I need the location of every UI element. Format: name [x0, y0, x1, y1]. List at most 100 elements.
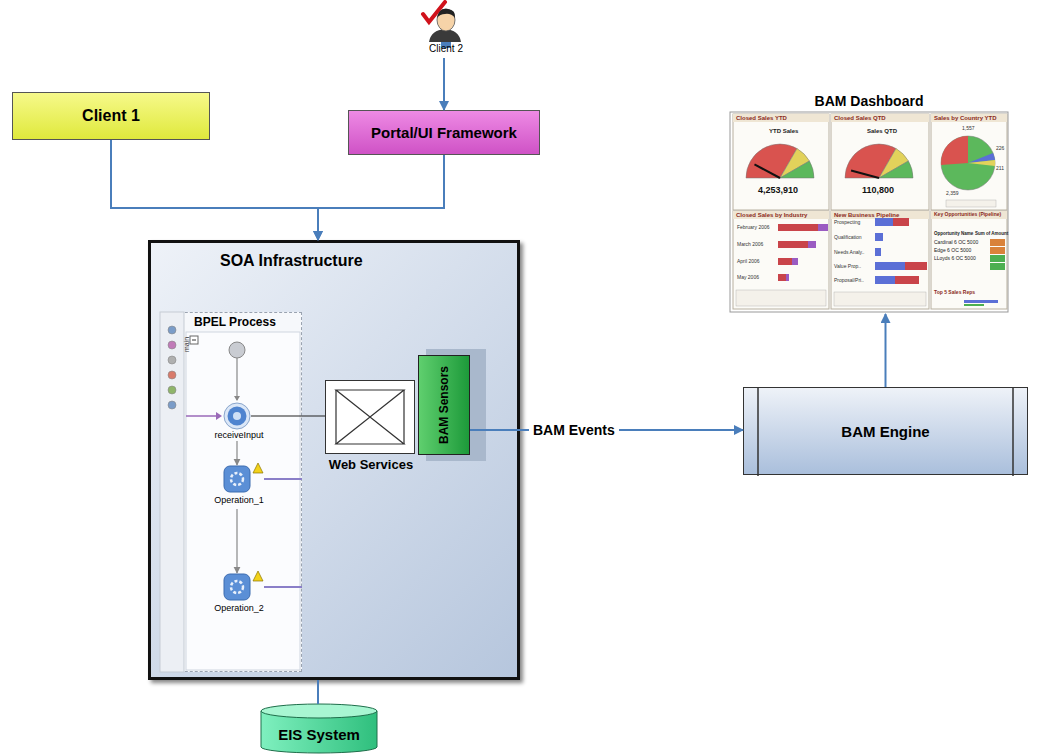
scope-label: main — [183, 337, 190, 352]
path-shape — [758, 388, 1013, 476]
dashboard-text: 4,253,910 — [758, 186, 798, 195]
path-shape — [336, 390, 404, 444]
infrastructure-box: SOA InfrastructureBPEL ProcessreceiveInp… — [148, 240, 520, 680]
circle-shape — [231, 473, 243, 485]
rect-shape — [224, 574, 250, 600]
process-panel: BPEL Process receiveInputOperation_1Opera… — [160, 312, 302, 672]
path-shape — [780, 161, 814, 178]
connector-line — [443, 58, 445, 110]
path-shape — [437, 9, 455, 18]
dashboard-text: May 2006 — [737, 275, 759, 280]
rect-shape — [831, 211, 929, 309]
rect-shape — [875, 262, 905, 270]
dashboard-text: Closed Sales QTD — [834, 115, 886, 121]
edge-label: BAM Events — [529, 421, 619, 439]
rect-shape — [186, 332, 300, 670]
rect-shape — [946, 200, 996, 207]
node-text: BPEL Process — [160, 312, 302, 329]
rect-shape — [831, 211, 929, 219]
path-shape — [234, 396, 240, 401]
circle-shape — [231, 581, 243, 593]
node-text: BAM Sensors — [437, 366, 451, 444]
circle-shape — [168, 326, 176, 334]
node-text: receiveInput — [203, 430, 275, 440]
service-symbol — [326, 381, 414, 453]
path-shape — [264, 478, 302, 480]
circle-shape — [224, 403, 250, 429]
rect-shape — [778, 258, 792, 265]
rect-shape — [190, 336, 198, 344]
database-cylinder: EIS System — [260, 703, 378, 753]
node-text: Portal/UI Framework — [371, 124, 517, 141]
path-shape — [264, 586, 302, 588]
rect-shape — [831, 114, 929, 122]
path-shape — [851, 171, 879, 178]
client-box: Client 1 — [12, 92, 210, 140]
rect-shape — [990, 247, 1005, 254]
dashboard-text: Closed Sales YTD — [736, 115, 787, 121]
connector-line — [318, 155, 444, 240]
circle-shape — [168, 341, 176, 349]
rect-shape — [895, 276, 919, 284]
rect-shape — [883, 233, 884, 241]
dashboard-text: Top 5 Sales Reps — [934, 290, 975, 295]
dashboard-text: Cardinal 6 OC 5000 — [934, 240, 978, 245]
node-text: EIS System — [278, 714, 360, 743]
dashboard-text: 2,359 — [946, 191, 959, 196]
circle-shape — [168, 401, 176, 409]
circle-shape — [228, 407, 247, 426]
dashboard-text: Sales by Country YTD — [934, 115, 997, 121]
rect-shape — [733, 114, 829, 122]
rect-shape — [792, 258, 798, 265]
engine-box: BAM Engine — [743, 387, 1028, 475]
rect-shape — [736, 290, 826, 306]
circle-shape — [233, 412, 241, 420]
g-shape — [730, 112, 1008, 312]
web-services-box: Web Services — [322, 378, 420, 474]
invoke-icon — [203, 462, 273, 494]
circle-shape — [168, 386, 176, 394]
rect-shape — [931, 211, 1007, 309]
dashboard-text: Prospecting — [834, 220, 860, 225]
dashboard-text: 110,800 — [862, 186, 894, 195]
portal-box: Portal/UI Framework — [348, 110, 540, 155]
dashboard-text: Sales QTD — [867, 128, 897, 134]
rect-shape — [834, 292, 926, 306]
dashboard-text: Closed Sales by Industry — [736, 212, 807, 218]
rect-shape — [931, 114, 1007, 122]
rect-shape — [733, 211, 829, 219]
dashboard-text: Opportunity Name — [934, 232, 973, 237]
rect-shape — [881, 248, 882, 256]
ellipse-shape — [437, 9, 455, 31]
rect-shape — [990, 263, 1005, 270]
invoke-activity: Operation_1 — [203, 462, 275, 508]
rect-shape — [990, 255, 1005, 262]
rect-shape — [831, 114, 929, 210]
path-shape — [941, 136, 968, 165]
invoke-icon — [203, 570, 273, 602]
dashboard-text: LLoyds 6 OC 5000 — [934, 256, 976, 261]
rect-shape — [224, 466, 250, 492]
receive-activity: receiveInput — [203, 400, 275, 440]
client-icon: Client 2 — [415, 2, 477, 58]
rect-shape — [808, 241, 816, 248]
dashboard-text: March 2006 — [737, 242, 763, 247]
path-shape — [968, 160, 995, 166]
dashboard-text: Key Opportunities (Pipeline) — [934, 212, 1001, 217]
rect-shape — [990, 239, 1005, 246]
path-shape — [236, 358, 237, 400]
dashboard-text: Needs Analy.. — [834, 250, 864, 255]
rect-shape — [893, 218, 909, 226]
rect-shape — [875, 276, 895, 284]
dashboard-text: YTD Sales — [769, 128, 798, 134]
invoke-activity: Operation_2 — [203, 570, 275, 616]
ellipse-shape — [261, 704, 377, 718]
circle-shape — [941, 136, 995, 190]
rect-shape — [875, 233, 883, 241]
dashboard-text: 211 — [996, 166, 1004, 171]
rect-shape — [964, 300, 998, 303]
path-shape — [253, 463, 263, 473]
path-shape — [754, 164, 780, 178]
dashboard-text: February 2006 — [737, 225, 770, 230]
